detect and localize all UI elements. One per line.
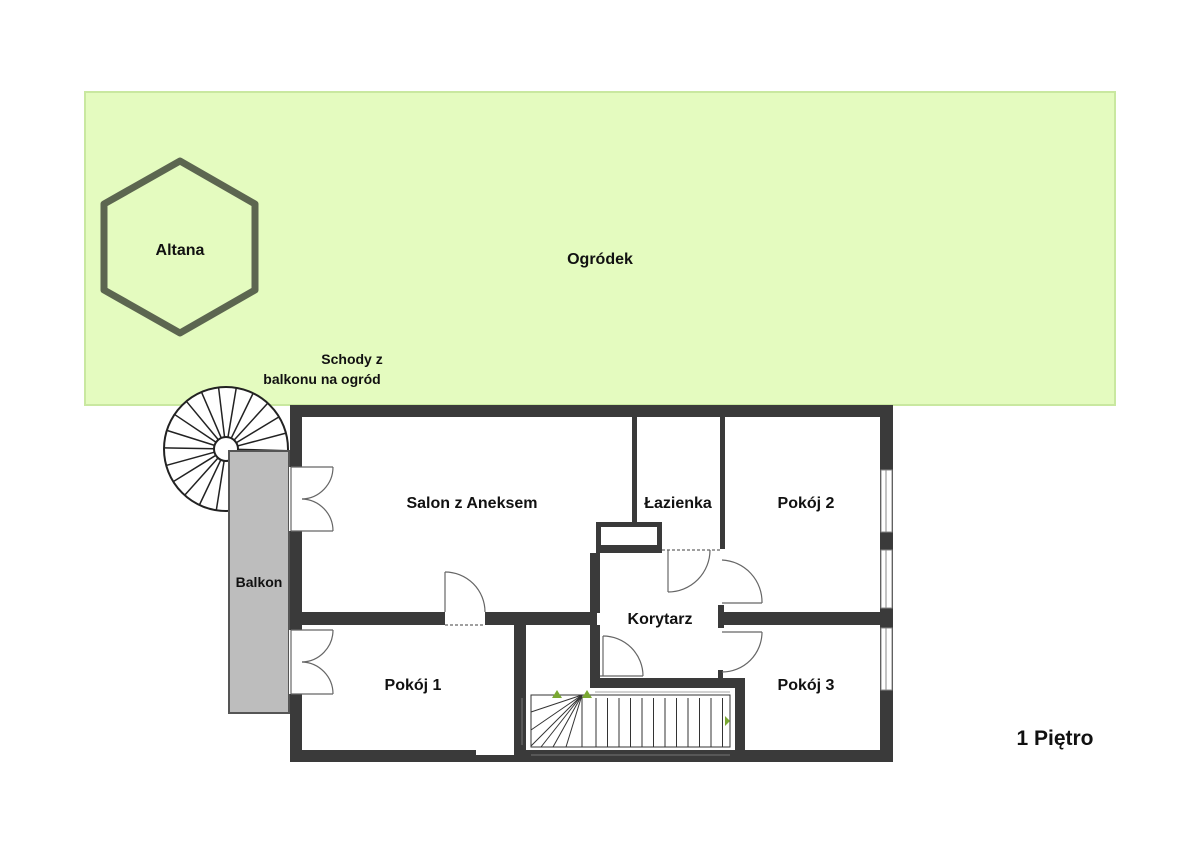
spiral-tread (233, 402, 269, 441)
garden-label: Ogródek (567, 251, 633, 268)
room3-label: Pokój 3 (778, 677, 835, 694)
spiral-tread (215, 460, 225, 511)
windows (476, 469, 893, 755)
floor-title: 1 Piętro (1016, 727, 1093, 750)
balcony-label: Balkon (236, 574, 283, 590)
room1-label: Pokój 1 (385, 677, 442, 694)
spiral-tread (200, 391, 222, 439)
spiral-tread (174, 413, 217, 443)
interior-doors (444, 546, 763, 677)
spiral-tread (166, 429, 215, 447)
spiral-stairs-label-line2: balkonu na ogród (263, 371, 380, 387)
spiral-tread (166, 451, 215, 467)
spiral-tread (163, 447, 215, 450)
bathroom-label: Łazienka (644, 495, 712, 512)
balcony-doors (289, 466, 334, 695)
balcony-area (228, 450, 290, 714)
gazebo-hexagon (100, 157, 259, 337)
spiral-tread (198, 459, 222, 506)
spiral-stairs-label-line1: Schody z (321, 351, 382, 367)
spiral-tread (227, 387, 238, 438)
spiral-tread (217, 387, 226, 438)
salon-label: Salon z Aneksem (406, 495, 537, 512)
spiral-tread (185, 400, 219, 441)
main-staircase (521, 690, 731, 756)
spiral-tread (172, 454, 217, 483)
spiral-tread (184, 457, 219, 496)
corridor-label: Korytarz (628, 611, 693, 628)
spiral-tread (230, 392, 254, 439)
room2-label: Pokój 2 (778, 495, 835, 512)
garden-area (84, 91, 1116, 406)
spiral-tread (235, 416, 280, 444)
gazebo-label: Altana (156, 242, 205, 259)
spiral-tread (237, 432, 287, 447)
